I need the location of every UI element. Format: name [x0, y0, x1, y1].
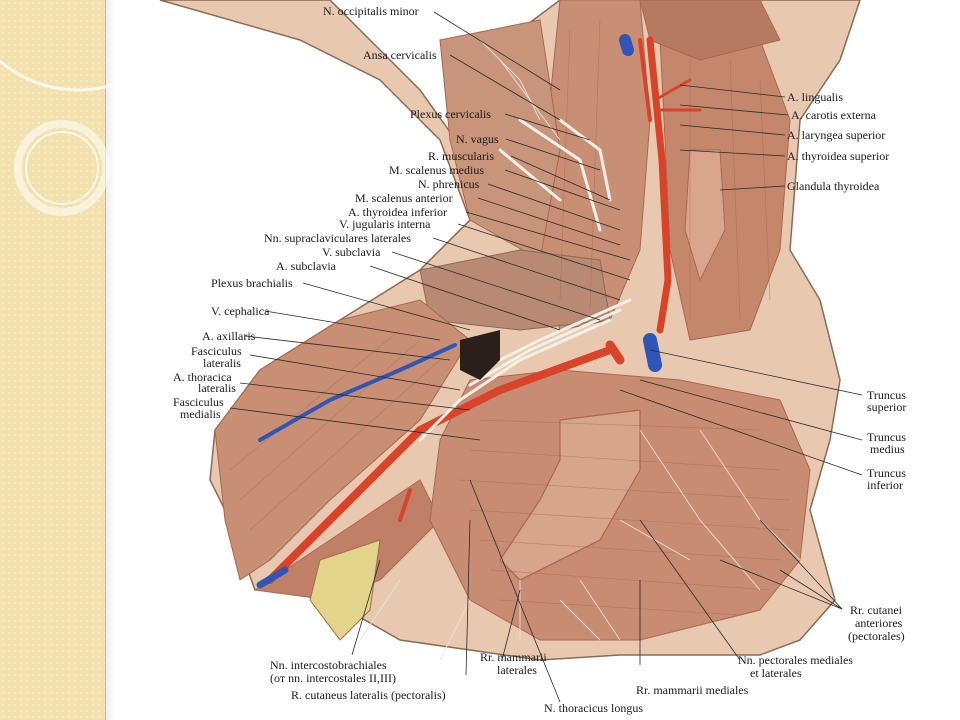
label-a-thoracica-2: lateralis — [198, 381, 236, 395]
anatomical-illustration — [159, 0, 861, 661]
label-truncus-medius-2: medius — [870, 442, 905, 456]
label-a-axillaris: A. axillaris — [202, 329, 256, 343]
label-n-occipitalis-minor: N. occipitalis minor — [323, 4, 419, 18]
axillary-fossa — [460, 330, 500, 380]
label-fasciculus-medialis-1: Fasciculus — [173, 395, 224, 409]
label-plexus-cervicalis: Plexus cervicalis — [410, 107, 491, 121]
label-nn-intercostobrachiales-2: (от nn. intercostales II,III) — [270, 671, 397, 685]
label-v-subclavia: V. subclavia — [322, 245, 381, 259]
subclavian-vein — [643, 333, 662, 372]
arteries — [266, 36, 702, 584]
sidebar-shadow — [105, 0, 115, 720]
label-truncus-medius-1: Truncus — [867, 430, 906, 444]
label-v-jugularis-interna: V. jugularis interna — [339, 217, 431, 231]
label-truncus-superior-1: Truncus — [867, 388, 906, 402]
label-rr-cutanei-2: anteriores — [855, 616, 903, 630]
jugular-vein-top — [619, 34, 634, 56]
label-a-thyroidea-inferior: A. thyroidea inferior — [348, 205, 447, 219]
leader-lines — [229, 11, 863, 703]
label-r-cutaneus-lateralis: R. cutaneus lateralis (pectoralis) — [291, 688, 446, 702]
label-n-phrenicus: N. phrenicus — [418, 177, 480, 191]
decorative-rings — [0, 0, 196, 216]
nerves — [418, 118, 632, 442]
label-truncus-inferior-1: Truncus — [867, 466, 906, 480]
fat-tissue — [309, 539, 381, 641]
label-nn-supraclaviculares: Nn. supraclaviculares laterales — [264, 231, 411, 245]
label-a-carotis-externa: A. carotis externa — [791, 108, 876, 122]
label-glandula-thyroidea: Glandula thyroidea — [787, 179, 880, 193]
muscle-fibers — [229, 19, 791, 616]
label-n-vagus: N. vagus — [456, 132, 499, 146]
submandibular-region — [639, 0, 781, 61]
label-n-thoracicus-longus: N. thoracicus longus — [544, 701, 643, 715]
label-a-lingualis: A. lingualis — [787, 90, 843, 104]
label-fasciculus-lateralis-2: lateralis — [203, 356, 241, 370]
label-rr-mammarii-laterales-2: laterales — [497, 663, 537, 677]
label-rr-mammarii-mediales: Rr. mammarii mediales — [636, 683, 749, 697]
label-rr-cutanei-1: Rr. cutanei — [850, 603, 902, 617]
label-rr-mammarii-laterales-1: Rr. mammarii — [480, 650, 547, 664]
label-nn-pectorales-1: Nn. pectorales mediales — [738, 653, 853, 667]
label-v-cephalica: V. cephalica — [211, 304, 270, 318]
label-truncus-superior-2: superior — [867, 400, 907, 414]
label-plexus-brachialis: Plexus brachialis — [211, 276, 293, 290]
label-m-scalenus-medius: M. scalenus medius — [389, 163, 484, 177]
label-a-subclavia: A. subclavia — [276, 259, 336, 273]
label-rr-cutanei-3: (pectorales) — [848, 629, 905, 643]
label-nn-pectorales-2: et laterales — [750, 666, 802, 680]
label-a-thyroidea-superior: A. thyroidea superior — [787, 149, 890, 163]
label-r-muscularis: R. muscularis — [428, 149, 494, 163]
label-a-laryngea-superior: A. laryngea superior — [787, 128, 886, 142]
decorative-sidebar — [0, 0, 106, 720]
label-fasciculus-lateralis-1: Fasciculus — [191, 344, 242, 358]
label-ansa-cervicalis: Ansa cervicalis — [363, 48, 437, 62]
label-m-scalenus-anterior: M. scalenus anterior — [355, 191, 453, 205]
thyroid-gland — [684, 149, 726, 282]
label-a-thoracica-1: A. thoracica — [173, 370, 232, 384]
label-truncus-inferior-2: inferior — [867, 478, 903, 492]
deltoid-muscle — [214, 299, 471, 581]
label-nn-intercostobrachiales-1: Nn. intercostobrachiales — [270, 658, 387, 672]
label-fasciculus-medialis-2: medialis — [180, 407, 221, 421]
axillary-artery — [266, 346, 614, 584]
